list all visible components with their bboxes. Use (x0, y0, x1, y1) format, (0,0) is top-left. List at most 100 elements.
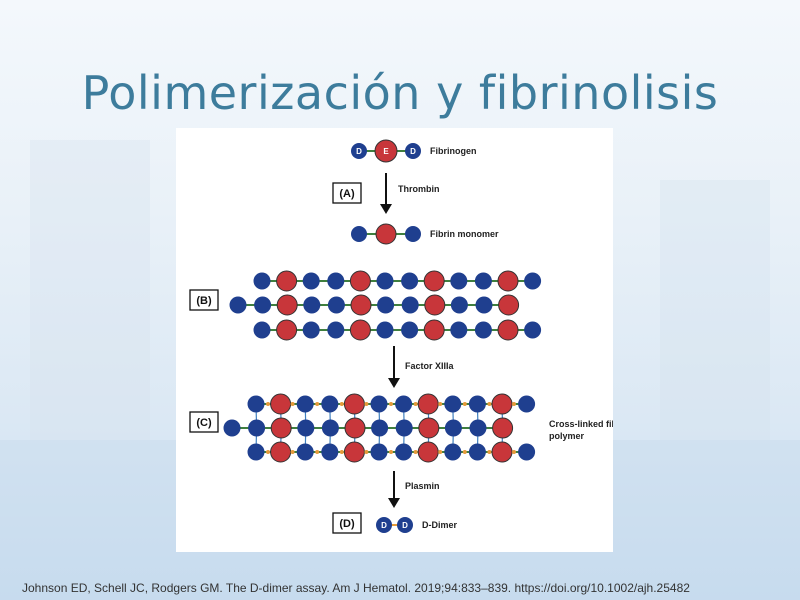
crosslink-dot (364, 402, 369, 406)
row-c1-d-node (296, 395, 314, 413)
step-c-label: (C) (196, 417, 212, 429)
row-b2-e-node (498, 294, 520, 316)
row-c1-e-node (270, 393, 292, 415)
row-b1-d-node (376, 272, 394, 290)
crosslink-dot (512, 450, 516, 454)
crosslink-dot (413, 450, 418, 454)
row-c3-d-node (468, 443, 486, 461)
row-b1-e-node (349, 270, 371, 292)
crosslink-dot (315, 450, 320, 454)
row-c3-d-node (444, 443, 462, 461)
d-dimer-label: D-Dimer (422, 520, 458, 530)
step-b-box (189, 289, 219, 311)
row-c3-e-node (417, 441, 439, 463)
step-d-label: (D) (339, 518, 355, 530)
row-c2-d-node (321, 419, 339, 437)
row-b3-d-node (524, 321, 542, 339)
row-c2-d-node (223, 419, 241, 437)
row-b2-e-node (424, 294, 446, 316)
crosslink-dot (389, 450, 393, 454)
crosslink-dot (413, 402, 418, 406)
row-c3-d-node (296, 443, 314, 461)
row-c2-e-node (270, 417, 292, 439)
row-c2-e-node (492, 417, 514, 439)
crosslink-dot (339, 450, 344, 454)
crosslink-dot (266, 450, 270, 454)
row-b3-d-node (450, 321, 468, 339)
step-b-label: (B) (196, 295, 212, 307)
row-b2-d-node (229, 296, 247, 314)
arrow-b (388, 378, 400, 388)
row-c1-d-node (370, 395, 388, 413)
step-a-label: (A) (339, 188, 355, 200)
row-c1-d-node (468, 395, 486, 413)
crosslink-dot (389, 402, 393, 406)
d-dimer-right (397, 517, 413, 533)
row-b1-d-node (327, 272, 345, 290)
crosslink-dot (266, 402, 270, 406)
row-b1-d-node (450, 272, 468, 290)
row-b2-d-node (303, 296, 321, 314)
citation: Johnson ED, Schell JC, Rodgers GM. The D… (22, 581, 690, 595)
thrombin-label: Thrombin (398, 184, 440, 194)
row-b3-e-node (349, 319, 371, 341)
row-c1-e-node (417, 393, 439, 415)
fibrinogen-d-right (405, 143, 421, 159)
crosslink-dot (462, 402, 467, 406)
fibrin-diagram: D E D Fibrinogen (A) Thrombin Fibrin mon… (176, 128, 613, 552)
row-b2-d-node (254, 296, 272, 314)
arrow-a (380, 204, 392, 214)
row-b1-d-node (302, 272, 320, 290)
row-b1-d-node (474, 272, 492, 290)
row-c2-d-node (395, 419, 413, 437)
crosslinked-label-line2: polymer (549, 431, 585, 441)
row-b1-d-node (253, 272, 271, 290)
crosslink-dot (364, 450, 369, 454)
step-a-box (332, 182, 362, 204)
slide-title: Polimerización y fibrinolisis (81, 66, 719, 120)
row-b2-d-node (327, 296, 345, 314)
row-b1-d-node (401, 272, 419, 290)
polymer-rows (229, 270, 542, 341)
row-c1-e-node (343, 393, 365, 415)
monomer-e (375, 223, 397, 245)
fibrinogen-d-left (351, 143, 367, 159)
row-c3-d-node (247, 443, 265, 461)
row-b2-d-node (377, 296, 395, 314)
step-d-box (332, 512, 362, 534)
row-c2-d-node (444, 419, 462, 437)
fibrinogen-e-label: E (383, 147, 389, 156)
row-b2-d-node (475, 296, 493, 314)
row-b3-d-node (253, 321, 271, 339)
d-dimer-d-left: D (381, 521, 387, 530)
row-b3-e-node (423, 319, 445, 341)
row-c1-e-node (491, 393, 513, 415)
row-c2-e-node (344, 417, 366, 439)
row-c1-d-node (395, 395, 413, 413)
crosslinked-rows (223, 393, 536, 463)
step-c-box (189, 411, 219, 433)
row-b1-e-node (497, 270, 519, 292)
monomer-d-left (351, 226, 367, 242)
fibrin-monomer-label: Fibrin monomer (430, 229, 499, 239)
row-c2-d-node (371, 419, 389, 437)
row-b3-d-node (401, 321, 419, 339)
d-dimer-d-right: D (402, 521, 408, 530)
row-b2-e-node (276, 294, 298, 316)
crosslink-dot (487, 402, 492, 406)
crosslink-dot (487, 450, 492, 454)
row-c3-d-node (518, 443, 536, 461)
plasmin-label: Plasmin (405, 481, 440, 491)
row-b3-e-node (497, 319, 519, 341)
row-b3-e-node (276, 319, 298, 341)
fibrinogen-d-label-right: D (410, 147, 416, 156)
row-b1-e-node (276, 270, 298, 292)
crosslink-dot (290, 402, 295, 406)
row-c3-e-node (270, 441, 292, 463)
row-c3-e-node (343, 441, 365, 463)
row-c3-e-node (491, 441, 513, 463)
row-c1-d-node (247, 395, 265, 413)
row-b2-d-node (401, 296, 419, 314)
row-c2-e-node (418, 417, 440, 439)
row-b1-d-node (524, 272, 542, 290)
